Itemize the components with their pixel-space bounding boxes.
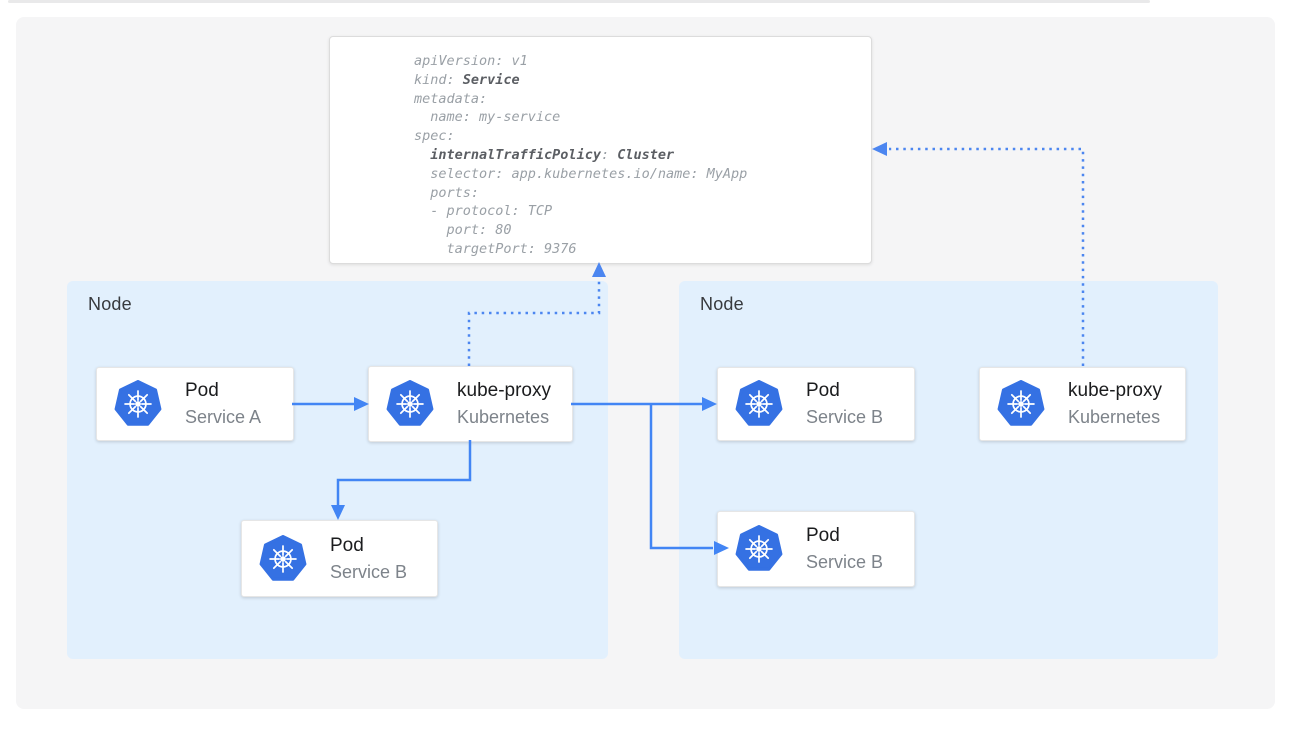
- card-subtitle: Service B: [330, 561, 408, 582]
- node-left-label: Node: [88, 294, 132, 314]
- card-title: Pod: [185, 380, 219, 401]
- card-pod-service-b-right-top: Pod Service B: [717, 367, 915, 441]
- yaml-line: metadata:: [414, 90, 488, 107]
- card-subtitle: Service B: [806, 407, 884, 427]
- card-pod-service-b-left: Pod Service B: [241, 520, 438, 597]
- kubernetes-wheel-icon: [386, 380, 434, 428]
- card-pod-service-a: Pod Service A: [96, 367, 294, 441]
- yaml-line: targetPort: 9376: [414, 240, 577, 257]
- card-subtitle: Kubernetes: [1068, 407, 1161, 427]
- yaml-line: kind: Service: [414, 71, 520, 88]
- kubernetes-wheel-icon: [735, 380, 783, 428]
- yaml-line: internalTrafficPolicy: Cluster: [430, 146, 675, 163]
- card-kube-proxy-right: kube-proxy Kubernetes: [979, 367, 1186, 441]
- yaml-line: ports:: [414, 184, 480, 201]
- card-subtitle: Kubernetes: [457, 407, 550, 427]
- yaml-line: port: 80: [414, 222, 512, 239]
- card-kube-proxy-left: kube-proxy Kubernetes: [368, 366, 573, 442]
- card-subtitle: Service B: [806, 552, 884, 572]
- node-right: Node: [679, 281, 1218, 659]
- card-title: kube-proxy: [1068, 380, 1162, 401]
- top-divider: [8, 0, 1150, 3]
- node-right-label: Node: [700, 294, 744, 314]
- card-title: Pod: [806, 525, 840, 546]
- card-title: Pod: [330, 534, 364, 556]
- card-pod-service-b-right-bottom: Pod Service B: [717, 511, 915, 587]
- card-title: kube-proxy: [457, 380, 551, 401]
- kubernetes-wheel-icon: [114, 380, 162, 428]
- card-title: Pod: [806, 380, 840, 401]
- yaml-line: name: my-service: [414, 109, 561, 126]
- kubernetes-wheel-icon: [259, 534, 307, 583]
- yaml-line: selector: app.kubernetes.io/name: MyApp: [414, 165, 748, 182]
- yaml-line: apiVersion: v1: [414, 53, 528, 69]
- kubernetes-wheel-icon: [735, 525, 783, 573]
- yaml-line: - protocol: TCP: [414, 203, 553, 220]
- card-subtitle: Service A: [185, 407, 262, 427]
- yaml-line: spec:: [414, 128, 455, 145]
- yaml-code: apiVersion: v1 kind: Service metadata: nam…: [414, 52, 747, 259]
- kubernetes-wheel-icon: [997, 380, 1045, 428]
- node-left: Node: [67, 281, 608, 659]
- service-yaml-box: apiVersion: v1 kind: Service metadata: nam…: [329, 36, 872, 264]
